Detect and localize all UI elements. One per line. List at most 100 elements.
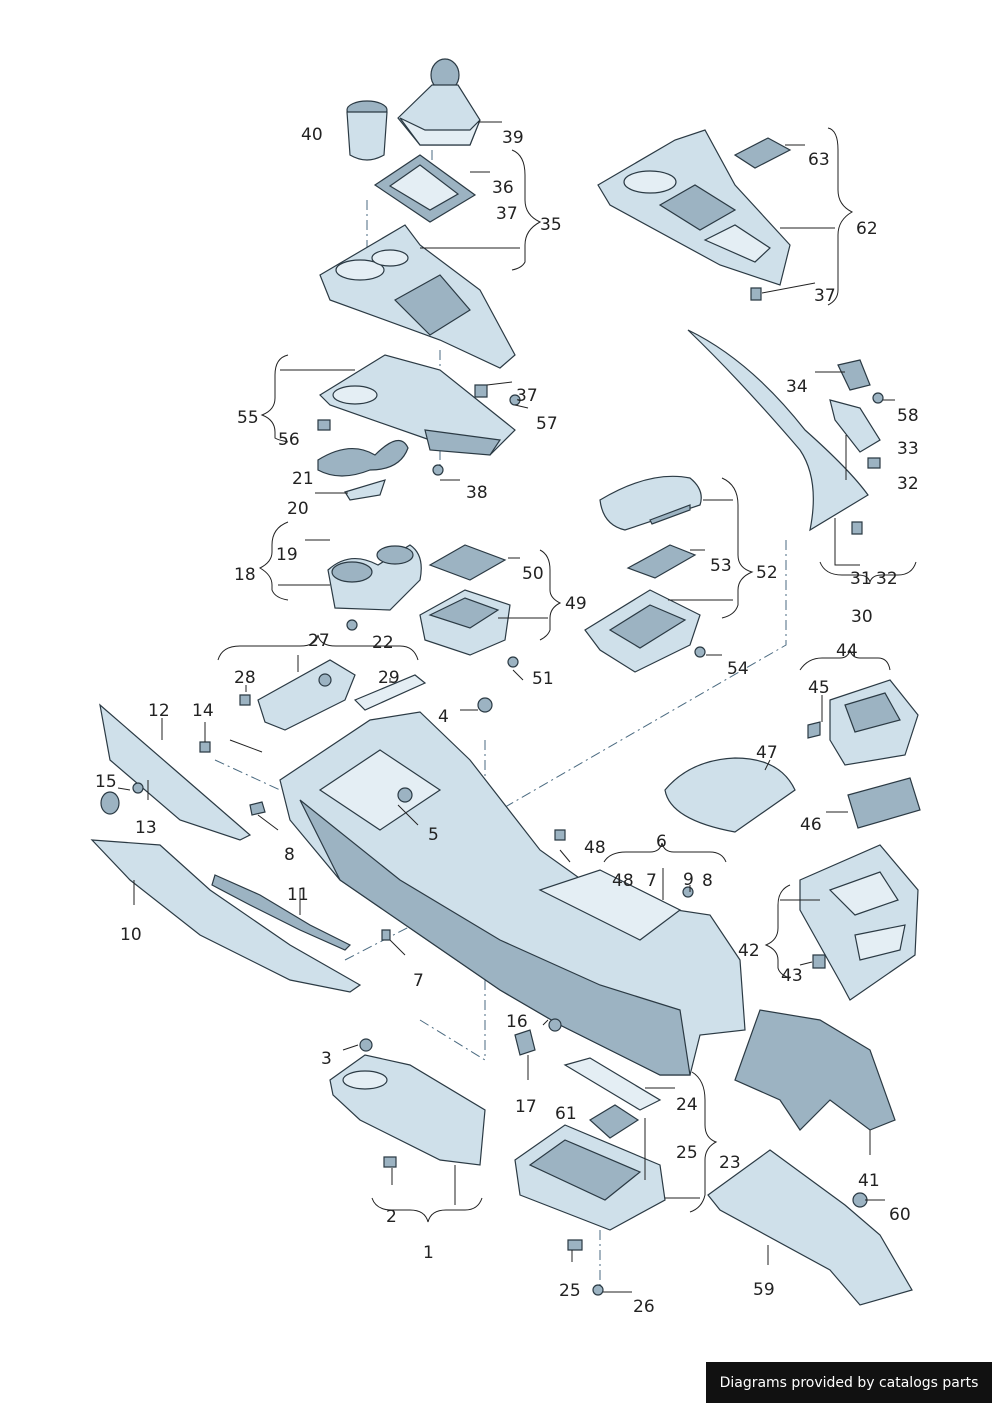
label-18: 18 bbox=[234, 565, 256, 585]
lid-52 bbox=[599, 475, 702, 531]
side-panel-10 bbox=[90, 839, 362, 993]
label-51: 51 bbox=[532, 669, 554, 689]
cupholder-mat-21 bbox=[317, 439, 409, 501]
panel-27 bbox=[257, 659, 356, 731]
label-25-right: 25 bbox=[676, 1143, 698, 1163]
side-panel-12 bbox=[99, 703, 252, 841]
label-36: 36 bbox=[492, 178, 514, 198]
label-7-right: 7 bbox=[646, 871, 657, 891]
bracket-41 bbox=[734, 1009, 896, 1131]
cup-insert-40 bbox=[346, 100, 388, 161]
label-55: 55 bbox=[237, 408, 259, 428]
label-6: 6 bbox=[656, 832, 667, 852]
label-37-bezel: 37 bbox=[516, 386, 538, 406]
label-48-lower: 48 bbox=[612, 871, 634, 891]
cover-63 bbox=[733, 137, 792, 169]
label-31: 31 bbox=[850, 569, 872, 589]
label-60: 60 bbox=[889, 1205, 911, 1225]
label-5: 5 bbox=[428, 825, 439, 845]
label-28: 28 bbox=[234, 668, 256, 688]
lower-housing-1 bbox=[329, 1054, 486, 1166]
label-33: 33 bbox=[897, 439, 919, 459]
label-50: 50 bbox=[522, 564, 544, 584]
label-42: 42 bbox=[738, 941, 760, 961]
label-8-right: 8 bbox=[702, 871, 713, 891]
label-40: 40 bbox=[301, 125, 323, 145]
label-63: 63 bbox=[808, 150, 830, 170]
panel-53 bbox=[626, 544, 697, 579]
bracket-33 bbox=[829, 359, 881, 453]
label-3: 3 bbox=[321, 1049, 332, 1069]
label-34: 34 bbox=[786, 377, 808, 397]
label-30: 30 bbox=[851, 607, 873, 627]
label-14: 14 bbox=[192, 701, 214, 721]
label-22: 22 bbox=[372, 633, 394, 653]
bracket-59 bbox=[707, 1149, 913, 1306]
socket-46 bbox=[847, 777, 921, 829]
label-37-right: 37 bbox=[814, 286, 836, 306]
strip-11 bbox=[211, 874, 352, 951]
rear-panel-42 bbox=[799, 844, 919, 1001]
label-53: 53 bbox=[710, 556, 732, 576]
label-49: 49 bbox=[565, 594, 587, 614]
label-15: 15 bbox=[95, 772, 117, 792]
vent-44 bbox=[829, 679, 919, 766]
insert-61 bbox=[588, 1104, 640, 1139]
label-25-bottom: 25 bbox=[559, 1281, 581, 1301]
cupholder-18 bbox=[327, 544, 422, 611]
gear-knob-boot bbox=[397, 58, 481, 146]
label-9: 9 bbox=[683, 870, 694, 890]
label-20: 20 bbox=[287, 499, 309, 519]
storage-box-54 bbox=[584, 589, 701, 673]
storage-box-49 bbox=[419, 589, 511, 656]
label-23: 23 bbox=[719, 1153, 741, 1173]
label-8-left: 8 bbox=[284, 845, 295, 865]
label-47: 47 bbox=[756, 743, 778, 763]
label-7-lower: 7 bbox=[413, 971, 424, 991]
label-41: 41 bbox=[858, 1171, 880, 1191]
label-37-top: 37 bbox=[496, 204, 518, 224]
leader-lines bbox=[117, 121, 917, 1293]
label-4: 4 bbox=[438, 707, 449, 727]
label-56: 56 bbox=[278, 430, 300, 450]
label-10: 10 bbox=[120, 925, 142, 945]
armrest-47 bbox=[664, 757, 796, 833]
tray-25 bbox=[514, 1124, 666, 1231]
label-52: 52 bbox=[756, 563, 778, 583]
mat-24 bbox=[563, 1057, 662, 1111]
strip-29 bbox=[353, 674, 427, 711]
label-2: 2 bbox=[386, 1207, 397, 1227]
label-26: 26 bbox=[633, 1297, 655, 1317]
trim-panel-35 bbox=[319, 224, 516, 369]
label-61: 61 bbox=[555, 1104, 577, 1124]
label-19: 19 bbox=[276, 545, 298, 565]
label-32-lower: 32 bbox=[876, 569, 898, 589]
fasteners bbox=[100, 287, 884, 1296]
credit-banner: Diagrams provided by catalogs parts bbox=[706, 1362, 992, 1403]
label-21: 21 bbox=[292, 469, 314, 489]
bezel-55 bbox=[319, 354, 516, 456]
label-45: 45 bbox=[808, 678, 830, 698]
label-11: 11 bbox=[287, 885, 309, 905]
label-17: 17 bbox=[515, 1097, 537, 1117]
label-32-upper: 32 bbox=[897, 474, 919, 494]
label-58: 58 bbox=[897, 406, 919, 426]
label-43: 43 bbox=[781, 966, 803, 986]
trim-panel-62 bbox=[597, 129, 791, 286]
part-labels: 1 2 3 4 5 6 7 7 8 8 9 10 11 12 13 14 15 … bbox=[95, 125, 919, 1317]
label-57: 57 bbox=[536, 414, 558, 434]
label-38: 38 bbox=[466, 483, 488, 503]
label-16: 16 bbox=[506, 1012, 528, 1032]
label-1: 1 bbox=[423, 1243, 434, 1263]
label-39: 39 bbox=[502, 128, 524, 148]
label-62: 62 bbox=[856, 219, 878, 239]
label-29: 29 bbox=[378, 668, 400, 688]
label-24: 24 bbox=[676, 1095, 698, 1115]
side-trim-30 bbox=[687, 329, 869, 532]
label-44: 44 bbox=[836, 641, 858, 661]
credit-text: Diagrams provided by catalogs parts bbox=[719, 1374, 979, 1391]
label-35: 35 bbox=[540, 215, 562, 235]
label-54: 54 bbox=[727, 659, 749, 679]
label-59: 59 bbox=[753, 1280, 775, 1300]
